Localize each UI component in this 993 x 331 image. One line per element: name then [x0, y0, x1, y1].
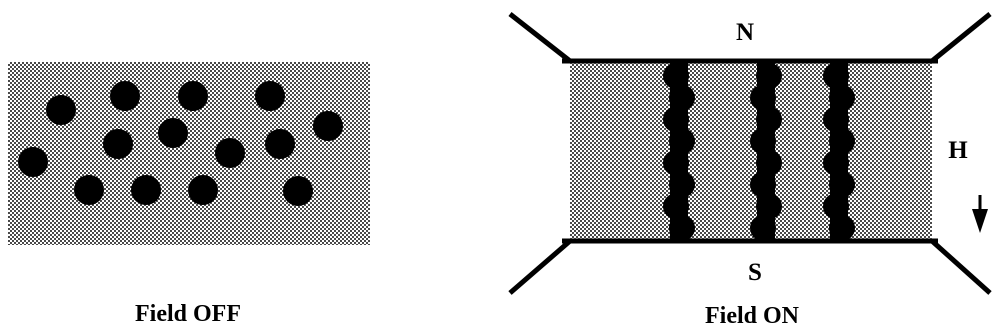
- particle: [103, 129, 133, 159]
- particle: [18, 147, 48, 177]
- particle: [158, 118, 188, 148]
- field-off-panel: [8, 62, 370, 245]
- lead-top-right: [932, 14, 990, 61]
- particle: [669, 215, 695, 241]
- field-on-panel: [510, 14, 990, 293]
- lead-bottom-right: [932, 241, 990, 293]
- caption-field-off: Field OFF: [135, 301, 241, 327]
- caption-field-on: Field ON: [705, 303, 800, 329]
- field-direction-arrow: [972, 195, 988, 233]
- particle: [131, 175, 161, 205]
- particle: [265, 129, 295, 159]
- pole-south-label: S: [748, 259, 762, 286]
- particle: [283, 176, 313, 206]
- fluid-medium-on: [570, 63, 932, 240]
- particle: [215, 138, 245, 168]
- lead-top-left: [510, 14, 570, 61]
- particle: [178, 81, 208, 111]
- pole-north-label: N: [736, 19, 754, 46]
- particle: [188, 175, 218, 205]
- particle: [313, 111, 343, 141]
- particle: [110, 81, 140, 111]
- particle: [74, 175, 104, 205]
- particle: [46, 95, 76, 125]
- particle: [750, 215, 776, 241]
- particle: [255, 81, 285, 111]
- particle: [829, 215, 855, 241]
- lead-bottom-left: [510, 241, 570, 293]
- field-label: H: [948, 137, 968, 164]
